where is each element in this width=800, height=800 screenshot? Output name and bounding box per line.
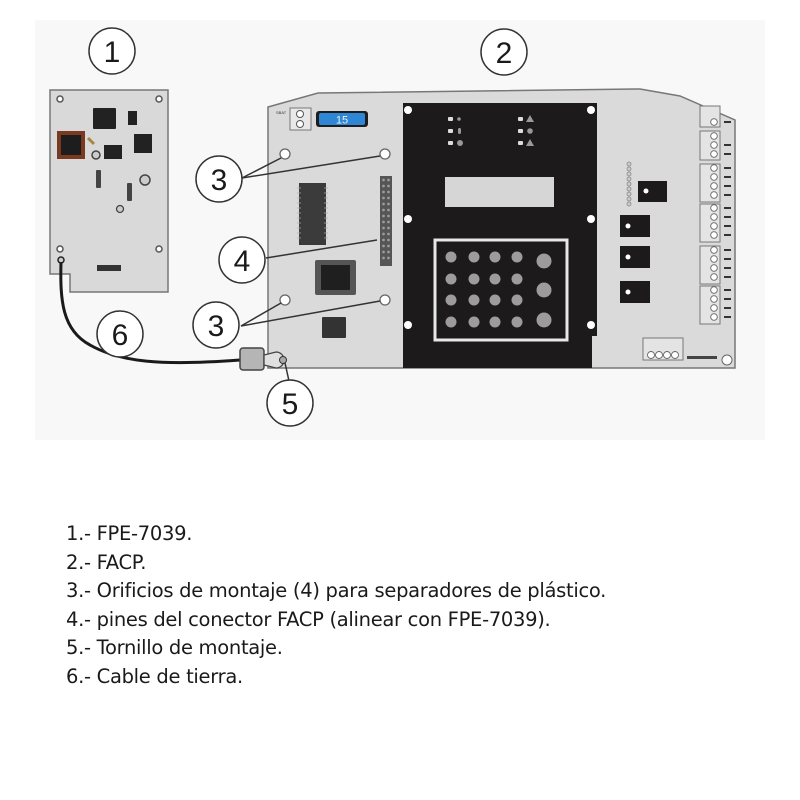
svg-text:2: 2 <box>496 37 513 70</box>
legend-item-3: 3.- Orificios de montaje (4) para separa… <box>66 579 607 603</box>
facp-board: SBAT 15 <box>267 88 736 369</box>
svg-text:SBAT: SBAT <box>276 110 287 115</box>
svg-text:6: 6 <box>112 319 129 352</box>
fpe-7039-module <box>49 89 169 293</box>
legend-list: 1.- FPE-7039. 2.- FACP. 3.- Orificios de… <box>66 520 606 692</box>
installation-diagram: SBAT 15 <box>49 27 736 427</box>
callout-5: 5 <box>266 379 314 427</box>
legend-item-4: 4.- pines del conector FACP (alinear con… <box>66 607 551 631</box>
legend-item-5: 5.- Tornillo de montaje. <box>66 636 283 660</box>
callout-6: 6 <box>96 310 144 358</box>
ground-cable <box>59 261 241 365</box>
svg-text:3: 3 <box>208 310 225 343</box>
svg-text:1: 1 <box>104 36 121 69</box>
legend-item-2: 2.- FACP. <box>66 550 147 574</box>
callout-3-bottom: 3 <box>192 301 240 349</box>
callout-1: 1 <box>88 27 136 75</box>
callout-4: 4 <box>218 236 266 284</box>
callout-2: 2 <box>480 28 528 76</box>
address-badge: 15 <box>336 115 348 127</box>
svg-text:4: 4 <box>234 245 251 278</box>
legend-item-1: 1.- FPE-7039. <box>66 522 193 545</box>
svg-text:3: 3 <box>211 164 228 197</box>
callout-3-top: 3 <box>195 155 243 203</box>
ground-lug <box>239 347 287 371</box>
svg-text:5: 5 <box>282 388 299 421</box>
leader-lines <box>240 155 381 382</box>
legend-item-6: 6.- Cable de tierra. <box>66 664 243 688</box>
